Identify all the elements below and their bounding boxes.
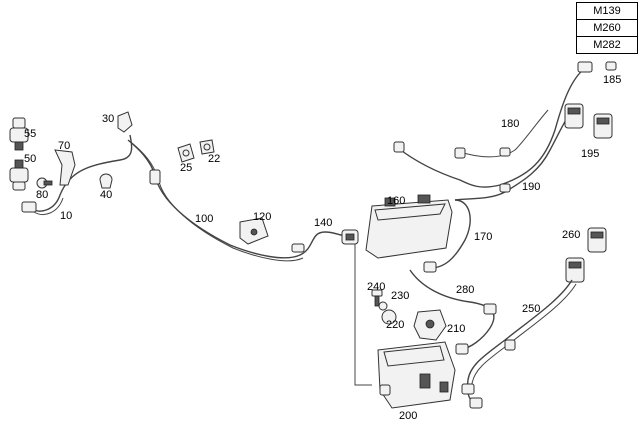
callout-200[interactable]: 200	[399, 410, 418, 422]
callout-210[interactable]: 210	[447, 323, 466, 335]
callout-140[interactable]: 140	[314, 217, 333, 229]
callout-280[interactable]: 280	[456, 284, 475, 296]
callout-80[interactable]: 80	[36, 189, 49, 201]
connector-10	[21, 201, 37, 213]
callout-120[interactable]: 120	[253, 211, 272, 223]
callout-25[interactable]: 25	[180, 162, 193, 174]
bolt-80	[36, 177, 53, 189]
callout-250[interactable]: 250	[522, 303, 541, 315]
valve-195	[564, 103, 613, 139]
callout-180[interactable]: 180	[501, 118, 520, 130]
clip-30	[117, 111, 133, 133]
clip-22	[199, 139, 215, 155]
hose-190	[454, 109, 573, 201]
callout-50[interactable]: 50	[24, 153, 37, 165]
hose-100	[127, 139, 349, 259]
hose-170	[429, 199, 471, 269]
valve-50	[9, 159, 29, 191]
canister-200	[377, 341, 456, 409]
hose-10	[29, 134, 133, 212]
bolt-240	[371, 289, 383, 307]
washer-230	[378, 301, 388, 311]
legend-row-m260: M260	[577, 20, 637, 37]
bracket-70	[54, 149, 76, 186]
clip-25	[177, 143, 195, 163]
callout-55[interactable]: 55	[24, 128, 37, 140]
callout-100[interactable]: 100	[195, 213, 214, 225]
callout-230[interactable]: 230	[391, 290, 410, 302]
valve-260	[565, 227, 607, 283]
clip-40	[99, 173, 113, 189]
legend-row-m282: M282	[593, 39, 621, 51]
callout-240[interactable]: 240	[367, 281, 386, 293]
callout-195[interactable]: 195	[581, 148, 600, 160]
callout-160[interactable]: 160	[387, 195, 406, 207]
hose-180	[397, 67, 586, 188]
callout-10[interactable]: 10	[60, 210, 73, 222]
pump-210	[413, 309, 447, 341]
seal-220	[381, 309, 397, 325]
callout-190[interactable]: 190	[522, 181, 541, 193]
valve-55	[9, 117, 29, 151]
callout-70[interactable]: 70	[58, 140, 71, 152]
callout-220[interactable]: 220	[386, 319, 405, 331]
legend-row-m139: M139	[577, 3, 637, 20]
tank-160	[365, 194, 453, 259]
callout-40[interactable]: 40	[100, 189, 113, 201]
connector-185	[577, 61, 617, 73]
callout-185[interactable]: 185	[603, 74, 622, 86]
callout-170[interactable]: 170	[474, 231, 493, 243]
clamp-120	[239, 217, 269, 245]
callout-260[interactable]: 260	[562, 229, 581, 241]
model-legend: M139 M260 M282	[576, 2, 638, 54]
callout-22[interactable]: 22	[208, 153, 221, 165]
connector-140	[341, 229, 359, 245]
hose-250	[466, 279, 573, 407]
callout-30[interactable]: 30	[102, 113, 115, 125]
